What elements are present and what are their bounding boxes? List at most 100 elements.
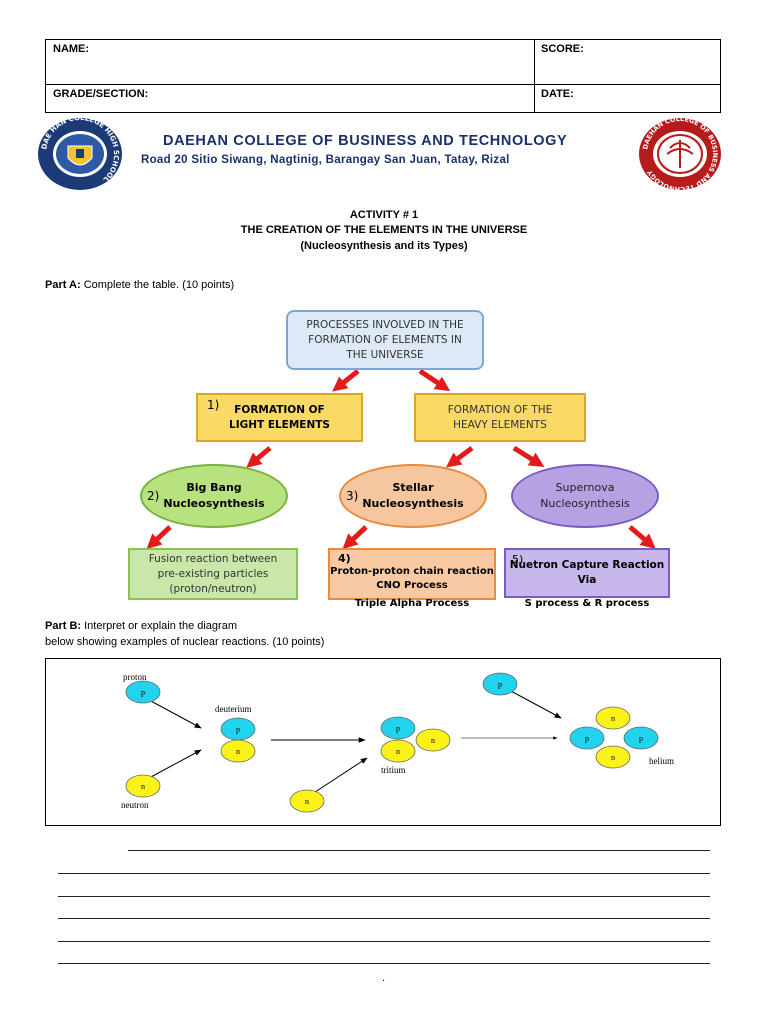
heavy-line: FORMATION OF THE: [447, 403, 553, 416]
answer-line[interactable]: [58, 873, 710, 874]
college-seal-logo: DAEHAN COLLEGE OF BUSINESS AND TECHNOLOG…: [639, 116, 721, 192]
tritium-label: tritium: [381, 765, 406, 775]
fusion-line: Fusion reaction between: [148, 552, 278, 565]
particle-label: p: [639, 734, 643, 743]
helium-neutron: [595, 706, 631, 730]
proton-label: proton: [123, 672, 147, 682]
stellar-line: Stellar: [392, 481, 434, 494]
particle-label: n: [611, 753, 615, 762]
arrow: [332, 369, 360, 392]
name-field[interactable]: NAME:: [53, 43, 90, 55]
arrow: [246, 446, 272, 468]
nuclear-reaction-diagram: proton neutron deuterium tritium helium …: [45, 658, 721, 826]
arrow: [146, 525, 172, 550]
grade-section-field[interactable]: GRADE/SECTION:: [53, 88, 149, 100]
part-a-label: Part A:: [45, 279, 81, 291]
fusion-reaction-box: Fusion reaction between pre-existing par…: [128, 548, 298, 600]
light-elements-box: 1) FORMATION OF LIGHT ELEMENTS: [196, 393, 363, 442]
supernova-line: Nucleosynthesis: [540, 497, 630, 510]
activity-number: ACTIVITY # 1: [349, 209, 419, 221]
helium-neutron: [595, 745, 631, 769]
deuterium-neutron: [220, 739, 256, 763]
proton-particle: [125, 680, 161, 704]
root-box: PROCESSES INVOLVED IN THE FORMATION OF E…: [286, 310, 484, 370]
part-b-instruction: Part B: Interpret or explain the diagram: [45, 620, 237, 632]
concept-map: [146, 368, 656, 550]
particle-label: p: [498, 680, 502, 689]
answer-line[interactable]: [58, 941, 710, 942]
s-r-process-text: S process & R process: [524, 598, 650, 609]
tritium-neutron: [415, 728, 451, 752]
particle-label: n: [396, 747, 400, 756]
tritium-neutron: [380, 739, 416, 763]
light-line: LIGHT ELEMENTS: [229, 418, 330, 431]
particle-label: n: [141, 782, 145, 791]
fusion-line: pre-existing particles: [157, 567, 269, 580]
item-number: 1): [207, 398, 220, 412]
answer-line[interactable]: [128, 850, 710, 851]
school-name: DAEHAN COLLEGE OF BUSINESS AND TECHNOLOG…: [163, 133, 568, 149]
stellar-ellipse: 3) Stellar Nucleosynthesis: [339, 464, 487, 528]
table-divider: [534, 40, 535, 112]
item-number: 4): [338, 552, 351, 565]
school-address: Road 20 Sitio Siwang, Nagtinig, Barangay…: [141, 154, 510, 166]
root-line: PROCESSES INVOLVED IN THE: [306, 318, 464, 331]
neutron-capture-box: 5) Nuetron Capture Reaction Via: [504, 548, 670, 598]
activity-title: THE CREATION OF THE ELEMENTS IN THE UNIV…: [240, 224, 528, 236]
supernova-ellipse: Supernova Nucleosynthesis: [511, 464, 659, 528]
item-number: 2): [147, 489, 160, 503]
root-line: THE UNIVERSE: [346, 348, 424, 361]
reaction-arrow: [148, 699, 202, 729]
particle-label: p: [236, 725, 240, 734]
arrow: [512, 445, 545, 467]
stellar-processes-box: 4) Proton-proton chain reaction CNO Proc…: [328, 548, 496, 600]
part-a-instruction: Part A: Complete the table. (10 points): [45, 279, 234, 291]
particle-label: n: [236, 747, 240, 756]
neutron-capture-line: Via: [577, 574, 597, 586]
activity-subtitle: (Nucleosynthesis and its Types): [300, 240, 468, 252]
proton-particle: [482, 672, 518, 696]
arrow: [342, 525, 368, 550]
particle-label: n: [611, 714, 615, 723]
footer-dot: .: [382, 972, 386, 984]
heavy-line: HEAVY ELEMENTS: [453, 418, 547, 431]
big-bang-line: Nucleosynthesis: [163, 497, 265, 510]
helium-proton: [569, 726, 605, 750]
high-school-seal-logo: DAE HAN COLLEGE HIGH SCHOOL: [38, 116, 122, 190]
item-number: 3): [346, 489, 359, 503]
fusion-line: (proton/neutron): [169, 582, 257, 595]
date-field[interactable]: DATE:: [541, 88, 574, 100]
part-b-text: Interpret or explain the diagram: [81, 620, 237, 632]
stellar-line: Nucleosynthesis: [362, 497, 464, 510]
neutron-capture-line: Nuetron Capture Reaction: [509, 559, 665, 571]
part-b-instruction-2: below showing examples of nuclear reacti…: [45, 636, 325, 648]
heavy-elements-box: FORMATION OF THE HEAVY ELEMENTS: [414, 393, 586, 442]
answer-line[interactable]: [58, 963, 710, 964]
neutron-label: neutron: [121, 800, 149, 810]
helium-label: helium: [649, 756, 674, 766]
table-divider: [46, 84, 720, 85]
big-bang-line: Big Bang: [186, 481, 242, 494]
neutron-particle: [125, 774, 161, 798]
score-field[interactable]: SCORE:: [541, 43, 584, 55]
reaction-arrow: [508, 689, 562, 719]
supernova-line: Supernova: [555, 481, 615, 494]
arrow: [446, 446, 474, 468]
cno-line: CNO Process: [376, 580, 448, 591]
particle-label: p: [396, 724, 400, 733]
big-bang-ellipse: 2) Big Bang Nucleosynthesis: [140, 464, 288, 528]
particle-label: n: [431, 736, 435, 745]
student-info-table: NAME: SCORE: GRADE/SECTION: DATE:: [45, 39, 721, 113]
tritium-proton: [380, 716, 416, 740]
reaction-arrow: [308, 757, 368, 797]
triple-alpha-text: Triple Alpha Process: [354, 598, 470, 609]
particle-label: p: [141, 688, 145, 697]
answer-line[interactable]: [58, 918, 710, 919]
light-line: FORMATION OF: [234, 403, 325, 416]
particle-label: p: [585, 734, 589, 743]
particle-label: n: [305, 797, 309, 806]
reaction-arrow: [148, 749, 202, 779]
deuterium-label: deuterium: [215, 704, 252, 714]
answer-line[interactable]: [58, 896, 710, 897]
arrow: [628, 525, 656, 549]
